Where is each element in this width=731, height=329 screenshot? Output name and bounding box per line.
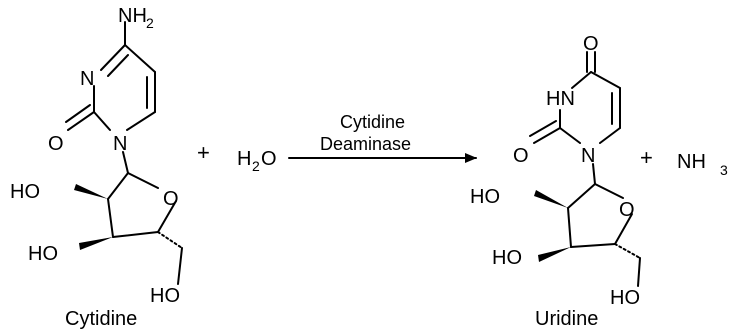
ammonia-nh: NH <box>677 151 706 173</box>
water-formula: H 2 O <box>237 148 277 174</box>
sugar-oxygen: O <box>163 188 179 210</box>
plus-sign-2: + <box>640 145 653 170</box>
enzyme-name-line-2: Deaminase <box>320 134 411 154</box>
ring-n1: N <box>113 133 127 155</box>
cytidine-structure <box>65 21 183 285</box>
hydroxyl-3: HO <box>492 247 522 269</box>
water-subscript: 2 <box>252 158 260 174</box>
hydroxyl-2: HO <box>470 186 500 208</box>
hydroxyl-5: HO <box>150 285 180 307</box>
hydroxyl-2: HO <box>10 181 40 203</box>
water-o: O <box>261 148 277 170</box>
ammonia-formula: NH 3 <box>677 151 728 178</box>
hydroxyl-3: HO <box>28 243 58 265</box>
hydroxyl-5: HO <box>610 287 640 309</box>
amine-subscript: 2 <box>146 15 154 31</box>
cytidine-name: Cytidine <box>65 308 137 329</box>
cytidine-labels: NH 2 N O N O HO HO HO Cytidine <box>10 5 180 329</box>
ammonia-subscript: 3 <box>720 162 728 178</box>
carbonyl-oxygen-top: O <box>583 33 599 55</box>
ring-n1: N <box>581 145 595 167</box>
enzyme-name-line-1: Cytidine <box>340 112 405 132</box>
uridine-name: Uridine <box>535 308 598 329</box>
plus-sign-1: + <box>197 140 210 165</box>
carbonyl-oxygen: O <box>48 133 64 155</box>
ring-n3: N <box>80 68 94 90</box>
uridine-structure <box>529 51 641 287</box>
uridine-labels: O HN O N O HO HO HO Uridine <box>470 33 640 329</box>
amine-label: NH <box>118 5 147 27</box>
water-h: H <box>237 148 251 170</box>
sugar-oxygen: O <box>619 199 635 221</box>
ring-nh: HN <box>546 88 575 110</box>
carbonyl-oxygen: O <box>513 145 529 167</box>
